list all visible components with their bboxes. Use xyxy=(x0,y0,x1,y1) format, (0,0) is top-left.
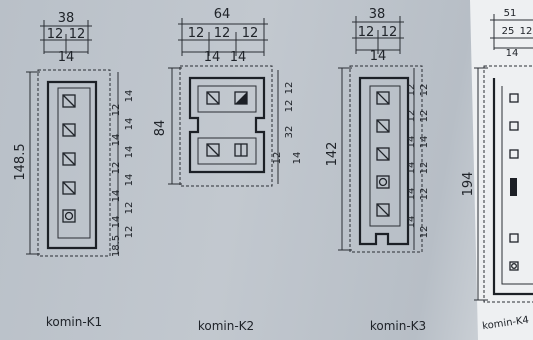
k3-right-dim-8: 12 xyxy=(419,162,430,175)
k3-right-dim-12: 12 xyxy=(419,226,430,239)
k4-top-part-2: 12 xyxy=(520,26,533,37)
k2-height: 84 xyxy=(153,120,168,137)
k1-right-dim-9: 12 xyxy=(124,202,135,215)
k1-right-dim-11: 12 xyxy=(124,226,135,239)
k1-right-dim-5: 12 xyxy=(111,104,122,117)
k3-height: 142 xyxy=(325,142,340,167)
k2-top-total: 64 xyxy=(214,7,231,22)
k2-caption: komin-K2 xyxy=(198,319,254,333)
k4-top-part-1: 25 xyxy=(502,26,515,37)
k1-right-dim-8: 14 xyxy=(111,190,122,203)
k1-right-dim-4: 14 xyxy=(124,174,135,187)
k3-right-dim-9: 14 xyxy=(406,188,417,201)
k3-top-part-2: 12 xyxy=(381,25,398,40)
k3-right-dim-11: 14 xyxy=(406,216,417,229)
k2-top-sub-1: 14 xyxy=(204,50,221,65)
k4-top-total: 51 xyxy=(504,8,517,19)
k1-top-part-2: 12 xyxy=(69,27,86,42)
k3-right-dim-1: 12 xyxy=(406,84,417,97)
chimney-k1: 38 12 12 14 148.5 14 14 14 14 12 xyxy=(13,11,135,329)
chimney-k3: 38 12 12 14 142 12 12 12 12 14 14 14 xyxy=(325,7,430,333)
k2-top-part-1: 12 xyxy=(188,26,205,41)
k3-right-dim-7: 14 xyxy=(406,162,417,175)
k2-top-part-2: 12 xyxy=(214,26,231,41)
k1-caption: komin-K1 xyxy=(46,315,102,329)
k2-right-dim-5: 14 xyxy=(292,152,303,165)
k3-right-dim-6: 14 xyxy=(419,136,430,149)
k2-top-part-3: 12 xyxy=(242,26,259,41)
k1-right-dim-10: 14 xyxy=(111,216,122,229)
k3-right-dim-4: 12 xyxy=(419,110,430,123)
k3-right-dim-2: 12 xyxy=(419,84,430,97)
k1-right-dim-6: 14 xyxy=(111,134,122,147)
chimney-k4: 51 25 12 14 194 komin-K4 xyxy=(461,8,533,332)
k2-right-dim-3: 32 xyxy=(284,126,295,139)
k2-right-dim-4: 12 xyxy=(272,152,283,165)
k1-right-dim-3: 14 xyxy=(124,146,135,159)
k3-top-total: 38 xyxy=(369,7,386,22)
k2-right-dim-2: 12 xyxy=(284,100,295,113)
k1-bottom-dim: 18.5 xyxy=(111,235,122,257)
k1-right-dim-1: 14 xyxy=(124,90,135,103)
k4-height: 194 xyxy=(461,172,476,197)
k3-top-sub: 14 xyxy=(370,49,387,64)
chimney-k2: 64 12 12 12 14 14 84 12 12 32 12 14 xyxy=(153,7,303,333)
k4-top-sub: 14 xyxy=(506,48,519,59)
k3-right-dim-10: 12 xyxy=(419,188,430,201)
k2-top-sub-2: 14 xyxy=(230,50,247,65)
k1-top-total: 38 xyxy=(58,11,75,26)
k1-top-sub: 14 xyxy=(58,50,75,65)
k2-right-dim-1: 12 xyxy=(284,82,295,95)
k3-top-part-1: 12 xyxy=(358,25,375,40)
k1-right-dim-2: 14 xyxy=(124,118,135,131)
k3-right-dim-5: 14 xyxy=(406,136,417,149)
k1-top-part-1: 12 xyxy=(47,27,64,42)
k1-right-dim-7: 12 xyxy=(111,162,122,175)
k3-right-dim-3: 12 xyxy=(406,110,417,123)
k1-height: 148.5 xyxy=(13,143,28,180)
k3-caption: komin-K3 xyxy=(370,319,426,333)
